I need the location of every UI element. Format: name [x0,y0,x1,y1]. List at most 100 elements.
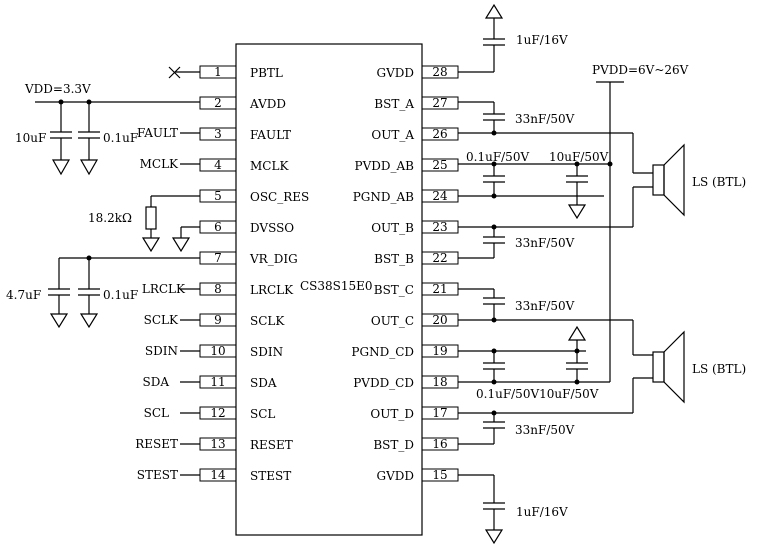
pin-name: PGND_AB [353,190,414,204]
ground-icon [51,159,71,176]
pin-name: SCLK [250,314,285,328]
pin-number: 18 [432,375,447,389]
pvdd-rail [596,81,624,382]
signal-scl: SCL [144,406,169,420]
ground-icon [79,313,99,329]
pin-number: 5 [214,189,222,203]
dvsso-ground [171,226,200,253]
signal-mclk: MCLK [140,157,179,171]
cap-0-1uf [78,102,100,176]
cap-bst-d [458,413,505,445]
pin-name: FAULT [250,128,291,142]
ground-icon [141,237,161,253]
cap-0-1uf-50v-cd [483,351,505,382]
speaker-bottom-label: LS (BTL) [692,362,746,376]
pin-name: PVDD_CD [353,376,414,390]
pin-name: BST_D [373,438,414,452]
pin-name: OUT_A [371,128,414,142]
pin-number: 4 [214,158,222,172]
pvdd-label: PVDD=6V~26V [592,63,689,77]
pin-number: 2 [214,96,222,110]
pin-name: MCLK [250,159,289,173]
cap-4-7uf-label: 4.7uF [6,288,41,302]
pin-number: 22 [432,251,447,265]
pin-name: GVDD [377,66,415,80]
pin-number: 11 [210,375,225,389]
pin-box-right [421,127,459,141]
ground-icon [171,237,191,253]
signal-reset: RESET [135,437,178,451]
cap-0-1uf-vrdig [78,258,100,329]
pin-name: GVDD [377,469,415,483]
cap-0-1uf-50v-ab-label: 0.1uF/50V [466,150,529,164]
cap-bst-b-label: 33nF/50V [515,236,575,250]
pin-name: PBTL [250,66,283,80]
pin-number: 25 [432,158,447,172]
signal-sda: SDA [142,375,169,389]
resistor-label: 18.2kΩ [88,211,132,225]
pin-name: VR_DIG [249,252,298,266]
signal-fault: FAULT [137,126,178,140]
pin-number: 28 [432,65,447,79]
cap-pair-cd-label: 0.1uF/50V10uF/50V [476,387,599,401]
cap-0-1uf-vrdig-label: 0.1uF [103,288,138,302]
left-pin-group: 1 PBTL 2 AVDD 3 FAULT 4 MCLK 5 OSC_RES 6 DVSSO 7 VR_D… [199,65,309,483]
pin-number: 7 [214,251,222,265]
cap-bst-a-label: 33nF/50V [515,112,575,126]
pin-name: OUT_B [371,221,414,235]
ground-icon [79,159,99,176]
cap-bst-c-label: 33nF/50V [515,299,575,313]
pin-number: 27 [432,96,447,110]
pin-name: AVDD [249,97,286,111]
pin-name: SCL [250,407,275,421]
pin-number: 6 [214,220,222,234]
pin-number: 26 [432,127,447,141]
pin-box-right [421,158,459,172]
signal-sclk: SCLK [144,313,179,327]
cap-bst-a [458,101,505,136]
pin-number: 3 [214,127,222,141]
signal-lrclk: LRCLK [142,282,186,296]
cap-0-1uf-50v-ab [483,164,505,196]
pin-name: OUT_D [370,407,414,421]
pin-name: OSC_RES [250,190,309,204]
pin-name: LRCLK [250,283,294,297]
pin-number: 8 [214,282,222,296]
cap-4-7uf [48,258,70,329]
cap-10uf [50,102,72,176]
vdd-label: VDD=3.3V [24,82,91,96]
pin-number: 24 [432,189,448,203]
pin-box-left [199,127,237,141]
speaker-icon-top [652,143,685,217]
pin-box-left [199,96,237,110]
signal-stest: STEST [137,468,178,482]
cap-0-1uf-label: 0.1uF [103,131,138,145]
pin-name: PGND_CD [351,345,414,359]
cap-10uf-50v-cd [566,325,588,382]
cap-gvdd-bottom-label: 1uF/16V [516,505,568,519]
pin-number: 1 [214,65,222,79]
cap-bst-d-label: 33nF/50V [515,423,575,437]
cap-bst-c [458,288,505,323]
pin-name: BST_A [374,97,414,111]
pin-box-right [421,96,459,110]
pin-name: OUT_C [371,314,414,328]
pin-name: DVSSO [250,221,294,235]
cap-10uf-50v-ab-label: 10uF/50V [549,150,609,164]
supply-arrow-icon [484,529,504,545]
pin-name: SDIN [250,345,283,359]
pin-number: 16 [432,437,447,451]
no-connect-mark [168,66,181,79]
pin-number: 23 [432,220,447,234]
pin-name: STEST [250,469,291,483]
cap-gvdd-top-label: 1uF/16V [516,33,568,47]
pin-number: 12 [210,406,225,420]
pin-name: SDA [250,376,277,390]
speaker-top-label: LS (BTL) [692,175,746,189]
pin-number: 19 [432,344,447,358]
pin-number: 17 [432,406,447,420]
chip-name-label: CS38S15E0 [300,279,373,293]
pin-box-left [199,158,237,172]
pin-number: 15 [432,468,447,482]
